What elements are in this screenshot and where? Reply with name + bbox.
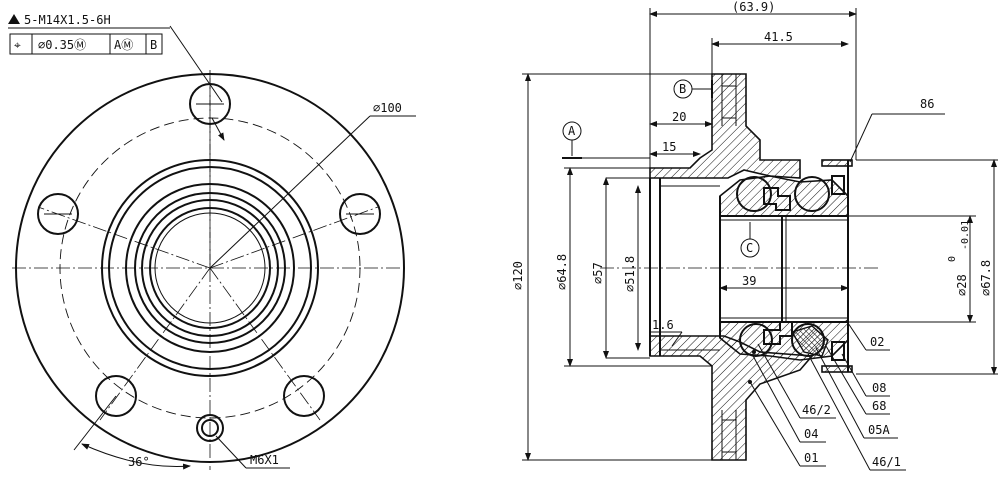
part-46-1: 46/1 (872, 455, 901, 469)
leader-46-1 (807, 353, 871, 471)
leader-04 (751, 353, 801, 443)
bolt-hole-2 (339, 193, 381, 235)
bolt-hole-4 (95, 375, 137, 417)
cap-bottom (821, 365, 853, 373)
bolt-hole-3 (283, 375, 325, 417)
dim-51-8: ∅51.8 (623, 256, 637, 292)
pcd-diameter-label: ∅100 (373, 101, 402, 115)
leader-08 (841, 353, 867, 397)
dim-120: ∅120 (511, 261, 525, 290)
dim-1-6-leader (671, 331, 683, 347)
center-line-diag-2 (209, 267, 321, 421)
ball-bottom-left (739, 323, 773, 357)
seal-right-top (831, 175, 845, 195)
bolt-hole-bottom (721, 419, 737, 453)
center-line-diag-3 (99, 267, 211, 421)
front-view: ∅100 36° M6X1 (12, 25, 416, 470)
bolt-hole-5 (37, 193, 79, 235)
thread-callout: 5-M14X1.5-6H ⌖ ∅0.35Ⓜ AⓂ B (8, 13, 170, 55)
dim-67-8: ∅67.8 (979, 260, 993, 296)
tolerance-datum-b: B (150, 38, 157, 52)
leader-01 (749, 381, 801, 467)
part-04: 04 (804, 427, 818, 441)
svg-text:C: C (746, 241, 753, 255)
tolerance-value: ∅0.35Ⓜ (38, 38, 86, 52)
tolerance-datum-a: AⓂ (114, 38, 133, 52)
angle-ext-1 (73, 395, 117, 451)
dim-20: 20 (672, 110, 686, 124)
datum-a: A (562, 121, 650, 159)
angle-label: 36° (128, 455, 150, 469)
flange-top-section (649, 73, 801, 179)
svg-text:A: A (568, 124, 576, 138)
angle-arc (81, 443, 191, 470)
dim-15: 15 (662, 140, 676, 154)
bolt-hole-top (721, 85, 737, 119)
seal-right-bottom (831, 341, 845, 361)
center-line-diag-4 (37, 206, 211, 269)
cap-top (821, 159, 853, 167)
dim-1-6: 1.6 (652, 318, 674, 332)
leader-dot-1 (748, 380, 752, 384)
thread-spec-leader (169, 25, 223, 103)
part-68: 68 (872, 399, 886, 413)
dim-28-tol-lower: -0.01 (960, 220, 971, 250)
part-05a: 05A (868, 423, 890, 437)
leader-68 (825, 345, 867, 415)
svg-text:B: B (679, 82, 686, 96)
dim-39: 39 (742, 274, 756, 288)
dim-63-9: (63.9) (732, 0, 775, 14)
section-view: A B C (63.9) 41.5 20 15 (511, 0, 998, 471)
center-line-diag-1 (209, 206, 379, 269)
leader-86 (849, 113, 873, 163)
part-46-2: 46/2 (802, 403, 831, 417)
datum-b: B (673, 79, 713, 99)
ball-bottom-right (791, 323, 825, 357)
dim-28-tol-upper: 0 (947, 256, 958, 262)
ball-top-left (736, 176, 772, 212)
tolerance-frame: ⌖ ∅0.35Ⓜ AⓂ B (9, 33, 163, 55)
thread-spec-leader-2 (211, 117, 225, 141)
cage-top (763, 187, 791, 211)
part-08: 08 (872, 381, 886, 395)
triangle-icon (8, 14, 20, 24)
cage-bottom (763, 321, 793, 345)
dim-28: ∅28 (955, 274, 969, 296)
seal-section (790, 325, 829, 357)
m6-leader (215, 435, 247, 469)
datum-c: C (740, 222, 760, 258)
position-icon: ⌖ (14, 38, 21, 52)
thread-spec: 5-M14X1.5-6H (24, 13, 111, 27)
dim-41-5: 41.5 (764, 30, 793, 44)
leader-46-2 (757, 343, 801, 419)
part-86: 86 (920, 97, 934, 111)
leader-02 (845, 319, 867, 351)
dim-57: ∅57 (591, 262, 605, 284)
ball-top-right (794, 176, 830, 212)
m6-label: M6X1 (250, 453, 279, 467)
leader-05a (815, 347, 865, 439)
part-02: 02 (870, 335, 884, 349)
leader-dot-2 (752, 350, 756, 354)
part-01: 01 (804, 451, 818, 465)
pcd-leader (209, 115, 371, 269)
dim-64-8: ∅64.8 (555, 254, 569, 290)
